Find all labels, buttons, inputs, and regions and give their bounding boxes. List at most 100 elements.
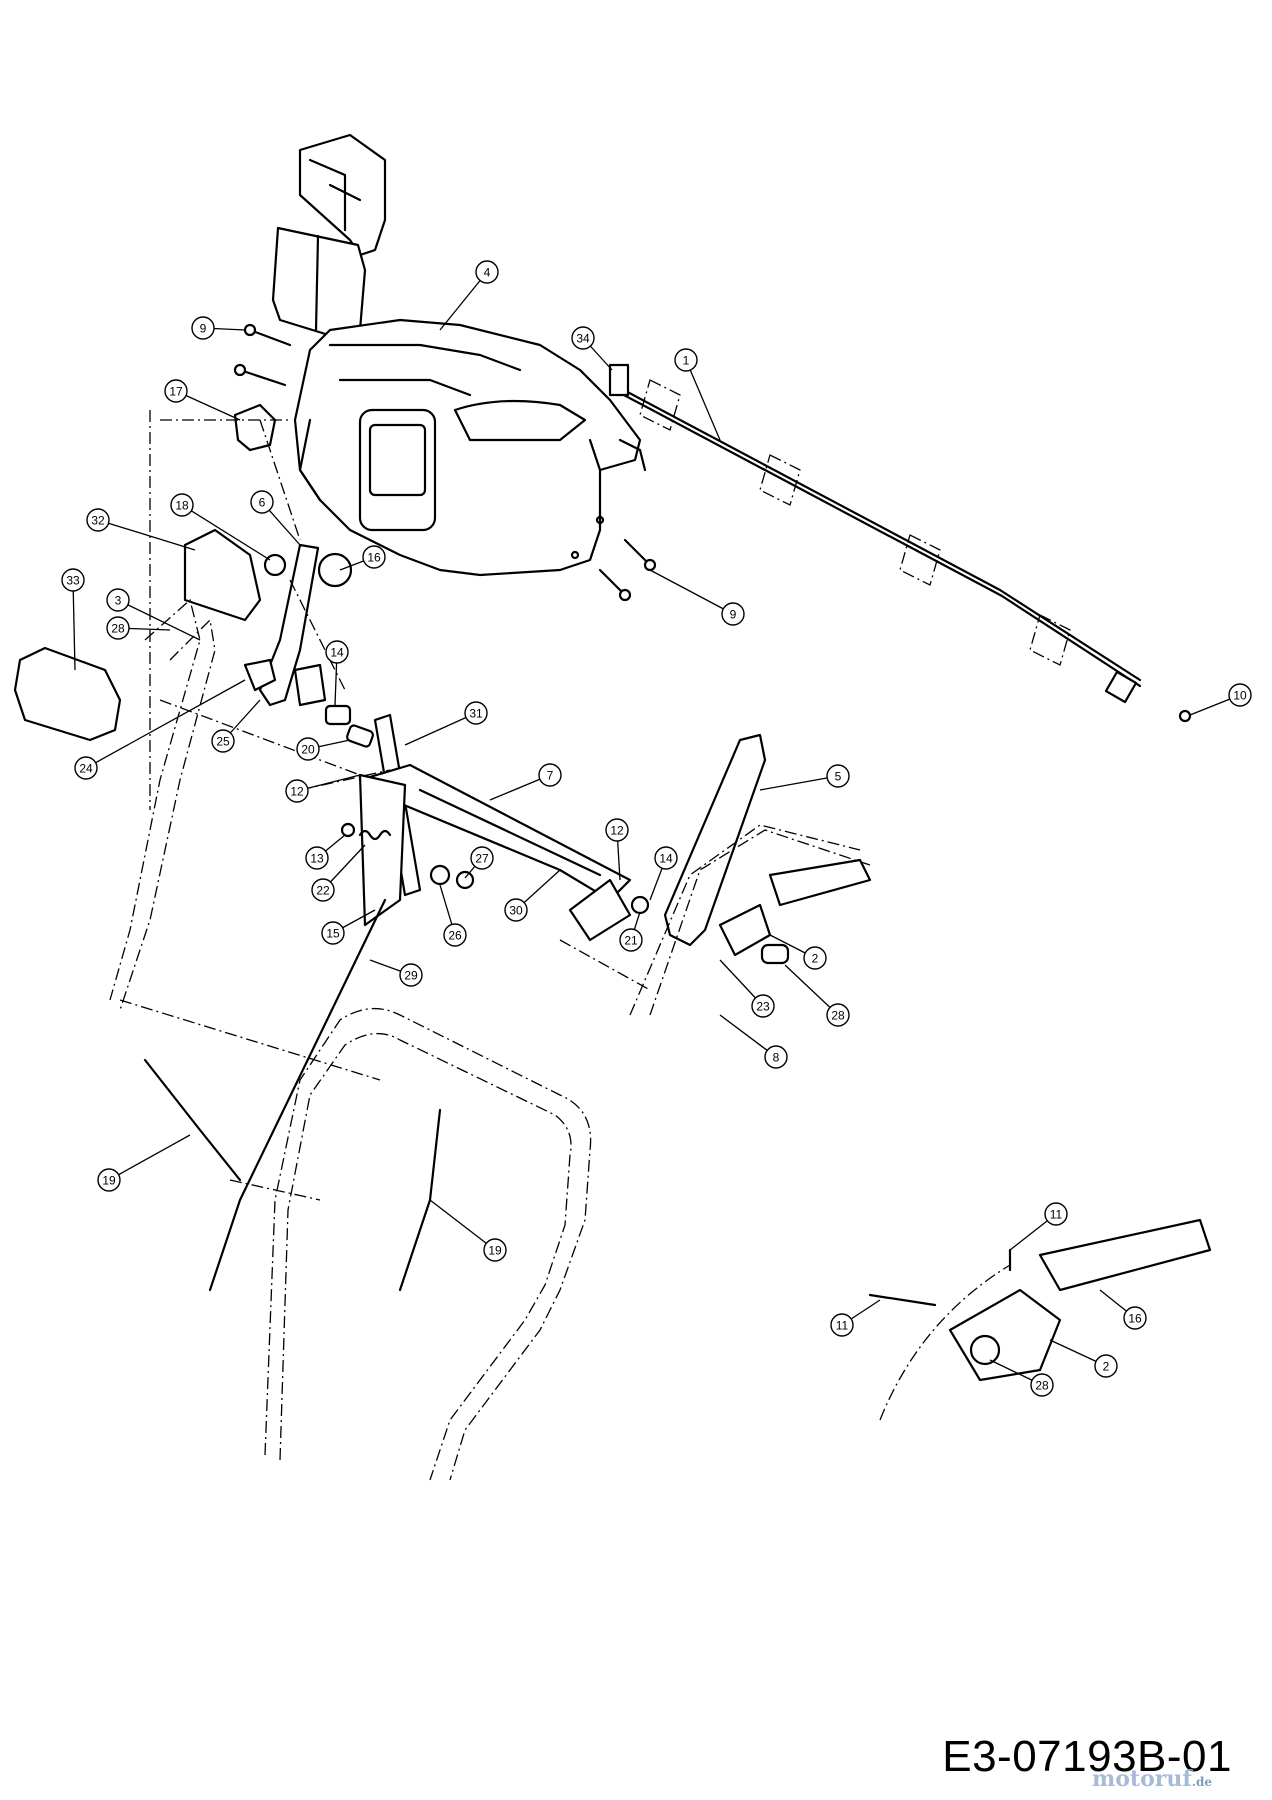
callout-label: 34 bbox=[576, 332, 590, 346]
bushing-20 bbox=[346, 724, 374, 748]
leader-line bbox=[181, 504, 271, 561]
handle-grip-5 bbox=[663, 733, 767, 947]
light-lens-left bbox=[13, 646, 122, 742]
callout-circle bbox=[464, 701, 488, 725]
callout-label: 4 bbox=[484, 266, 491, 280]
callout-c27: 27 bbox=[464, 846, 494, 879]
callout-circle bbox=[285, 779, 309, 803]
callout-c34: 34 bbox=[571, 326, 613, 371]
callout-circle bbox=[1123, 1306, 1147, 1330]
callout-circle bbox=[399, 963, 423, 987]
cable-19-left bbox=[143, 1058, 242, 1182]
callout-label: 33 bbox=[66, 574, 80, 588]
callout-circle bbox=[619, 928, 643, 952]
callout-c23: 23 bbox=[719, 959, 775, 1018]
assembly-lines bbox=[119, 410, 651, 1201]
callout-c28b: 28 bbox=[784, 964, 850, 1027]
callout-label: 22 bbox=[316, 884, 330, 898]
dashboard-console bbox=[293, 318, 647, 577]
callout-c28a: 28 bbox=[106, 616, 171, 640]
callout-circle bbox=[191, 316, 215, 340]
callout-circle bbox=[74, 756, 98, 780]
callout-label: 21 bbox=[624, 934, 638, 948]
callout-c32: 32 bbox=[86, 508, 196, 551]
callout-label: 24 bbox=[79, 762, 93, 776]
drawing-number: E3-07193B-01 bbox=[942, 1732, 1232, 1781]
callout-c12a: 12 bbox=[285, 774, 361, 803]
callout-c24: 24 bbox=[74, 679, 246, 780]
callout-c18: 18 bbox=[170, 493, 271, 561]
bolt-lower-1 bbox=[623, 538, 657, 572]
callout-c16b: 16 bbox=[1099, 1289, 1147, 1330]
callout-circle bbox=[1030, 1373, 1054, 1397]
callout-circle bbox=[571, 326, 595, 350]
handle-lower-left bbox=[109, 598, 216, 1011]
bushing-14-upper bbox=[324, 704, 352, 726]
callout-circle bbox=[826, 764, 850, 788]
knob-28-right bbox=[760, 943, 790, 965]
callout-c6: 6 bbox=[250, 490, 301, 546]
callout-c28c: 28 bbox=[989, 1359, 1054, 1397]
callout-c2b: 2 bbox=[1049, 1339, 1118, 1378]
callout-label: 30 bbox=[509, 904, 523, 918]
callout-label: 32 bbox=[91, 514, 105, 528]
callout-circle bbox=[305, 846, 329, 870]
callout-circle bbox=[538, 763, 562, 787]
leader-line bbox=[685, 359, 721, 441]
callout-c14a: 14 bbox=[325, 640, 349, 706]
callout-c10: 10 bbox=[1189, 683, 1252, 716]
callout-label: 11 bbox=[836, 1319, 849, 1333]
leader-line bbox=[72, 579, 76, 671]
callout-c31: 31 bbox=[404, 701, 488, 746]
callout-circle bbox=[106, 616, 130, 640]
callout-c30: 30 bbox=[504, 869, 561, 922]
handle-grip-right bbox=[768, 858, 872, 907]
callout-c20: 20 bbox=[296, 737, 351, 761]
callout-label: 29 bbox=[404, 969, 418, 983]
leader-line bbox=[108, 1134, 191, 1181]
callout-label: 3 bbox=[115, 594, 122, 608]
callout-circle bbox=[674, 348, 698, 372]
callout-c7: 7 bbox=[489, 763, 562, 801]
callout-circle bbox=[504, 898, 528, 922]
washer-26 bbox=[429, 864, 451, 886]
callout-label: 15 bbox=[326, 927, 340, 941]
callout-label: 6 bbox=[259, 496, 266, 510]
bolt-upper-1 bbox=[243, 323, 292, 347]
leader-line bbox=[759, 775, 839, 791]
callouts: 1223456789910111112121314141516161718191… bbox=[61, 260, 1252, 1397]
leader-line bbox=[175, 390, 241, 421]
callout-label: 27 bbox=[475, 852, 489, 866]
bolt-27 bbox=[455, 870, 475, 890]
callout-c19a: 19 bbox=[97, 1134, 191, 1192]
callout-label: 12 bbox=[610, 824, 624, 838]
callout-label: 28 bbox=[831, 1009, 845, 1023]
callout-circle bbox=[362, 545, 386, 569]
callout-circle bbox=[1228, 683, 1252, 707]
callout-label: 7 bbox=[547, 769, 554, 783]
nut-13 bbox=[340, 822, 356, 838]
callout-label: 9 bbox=[200, 322, 207, 336]
callout-label: 2 bbox=[812, 952, 819, 966]
callout-label: 5 bbox=[835, 770, 842, 784]
callout-label: 14 bbox=[659, 852, 673, 866]
callout-label: 17 bbox=[169, 385, 183, 399]
callout-label: 10 bbox=[1233, 689, 1247, 703]
callout-c9b: 9 bbox=[649, 569, 745, 626]
callout-circle bbox=[1044, 1202, 1068, 1226]
callout-circle bbox=[443, 923, 467, 947]
callout-circle bbox=[764, 1045, 788, 1069]
callout-label: 1 bbox=[683, 354, 690, 368]
callout-circle bbox=[170, 493, 194, 517]
callout-label: 18 bbox=[175, 499, 189, 513]
callout-c5: 5 bbox=[759, 764, 850, 791]
watermark: motoruf.de bbox=[1092, 1766, 1212, 1792]
callout-circle bbox=[325, 640, 349, 664]
leader-line bbox=[117, 599, 201, 641]
callout-circle bbox=[321, 921, 345, 945]
callout-c22: 22 bbox=[311, 844, 366, 902]
callout-circle bbox=[721, 602, 745, 626]
callout-circle bbox=[250, 490, 274, 514]
callout-label: 23 bbox=[756, 1000, 770, 1014]
